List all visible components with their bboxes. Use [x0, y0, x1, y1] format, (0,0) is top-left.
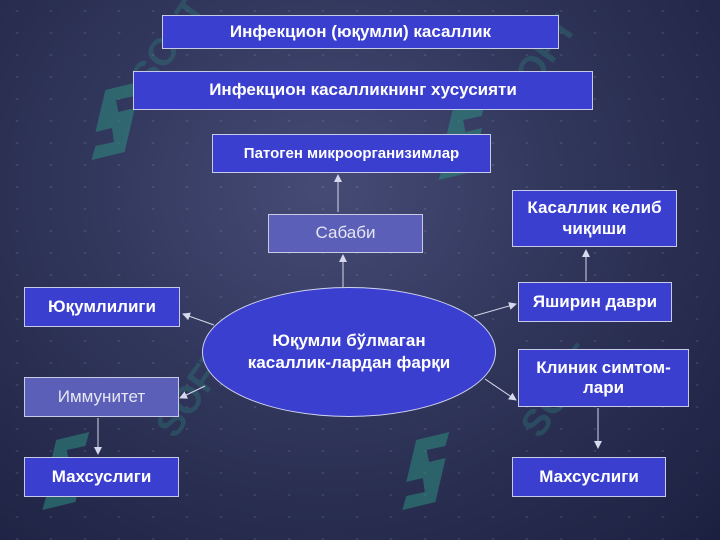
- cause-text: Сабаби: [315, 223, 376, 243]
- specificity-left-text: Махсуслиги: [51, 466, 152, 486]
- center-ellipse: Юқумли бўлмаган касаллик-лардан фарқи: [202, 287, 496, 417]
- pathogen-text: Патоген микроорганизимлар: [243, 144, 460, 162]
- title-text: Инфекцион (юқумли) касаллик: [229, 21, 492, 41]
- contagiousness-box: Юқумлилиги: [24, 287, 180, 327]
- specificity-left-box: Махсуслиги: [24, 457, 179, 497]
- contagiousness-text: Юқумлилиги: [48, 296, 156, 316]
- immunity-box: Иммунитет: [24, 377, 179, 417]
- cause-box: Сабаби: [268, 214, 423, 253]
- arrow-ellipse-to-clinical: [484, 378, 517, 401]
- subtitle-box: Инфекцион касалликнинг хусусияти: [133, 71, 593, 110]
- incubation-text: Яширин даври: [532, 291, 658, 311]
- clinical-box: Клиник симтом-лари: [518, 349, 689, 407]
- clinical-text: Клиник симтом-лари: [536, 357, 671, 397]
- incubation-box: Яширин даври: [518, 282, 672, 322]
- arrow-ellipse-to-immunity: [179, 385, 206, 399]
- pathogen-box: Патоген микроорганизимлар: [212, 134, 491, 173]
- subtitle-text: Инфекцион касалликнинг хусусияти: [209, 80, 517, 100]
- disease-origin-text: Касаллик келиб чиқиши: [527, 198, 662, 238]
- title-box: Инфекцион (юқумли) касаллик: [162, 15, 559, 49]
- specificity-right-text: Махсуслиги: [539, 466, 639, 486]
- immunity-text: Иммунитет: [57, 386, 146, 406]
- disease-origin-box: Касаллик келиб чиқиши: [512, 190, 677, 247]
- arrow-ellipse-to-contagiousness: [182, 312, 215, 326]
- arrow-ellipse-to-incubation: [473, 302, 517, 317]
- center-text: Юқумли бўлмаган касаллик-лардан фарқи: [247, 330, 451, 372]
- specificity-right-box: Махсуслиги: [512, 457, 666, 497]
